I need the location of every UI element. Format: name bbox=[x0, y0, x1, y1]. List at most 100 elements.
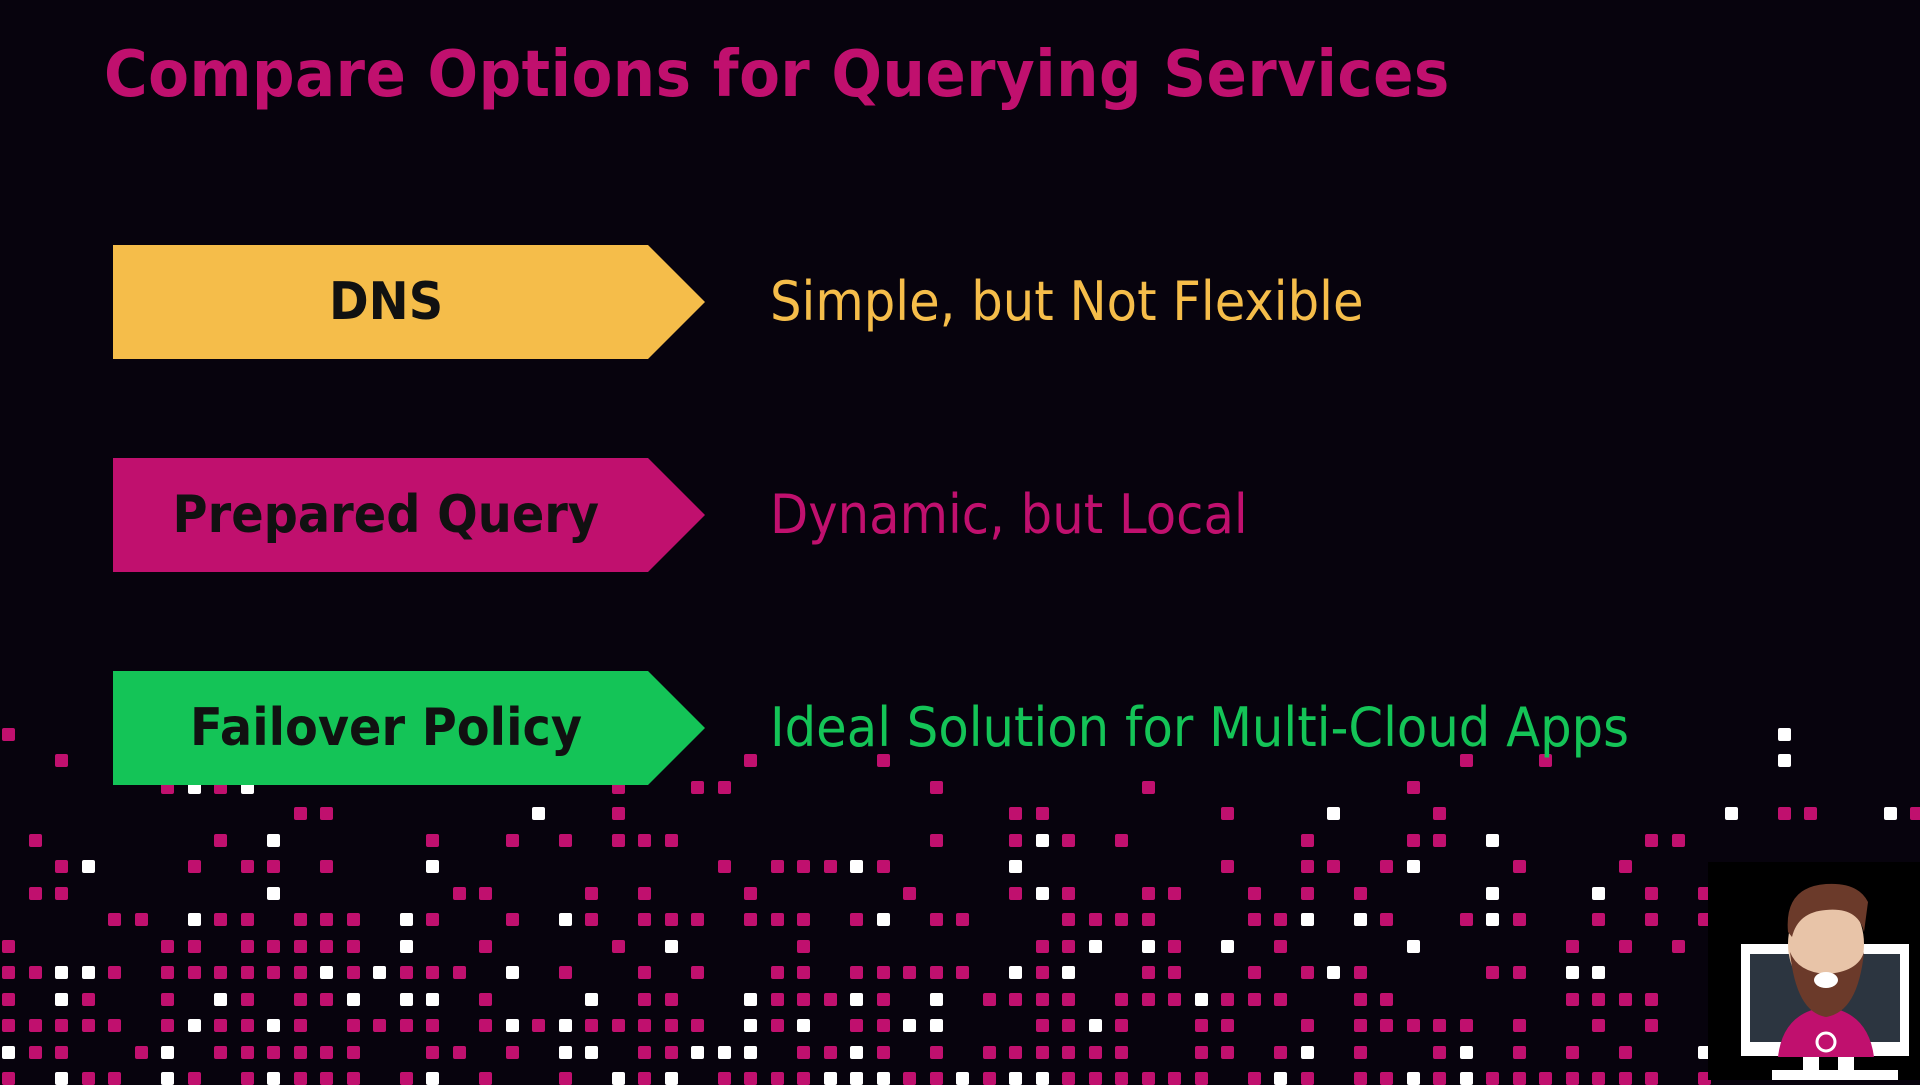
decorative-pixel bbox=[1406, 1072, 1420, 1085]
decorative-pixel bbox=[426, 1072, 439, 1085]
decorative-pixel bbox=[1433, 1045, 1446, 1059]
decorative-pixel bbox=[956, 913, 969, 926]
decorative-pixel bbox=[1300, 886, 1314, 900]
decorative-pixel bbox=[346, 992, 360, 1006]
decorative-pixel bbox=[1194, 1045, 1208, 1059]
decorative-pixel bbox=[770, 1072, 784, 1085]
decorative-pixel bbox=[1512, 1045, 1526, 1059]
failover-policy-description: Ideal Solution for Multi-Cloud Apps bbox=[770, 696, 1630, 759]
decorative-pixel bbox=[638, 992, 651, 1006]
decorative-pixel bbox=[1353, 966, 1367, 979]
decorative-pixel bbox=[267, 966, 280, 979]
failover-policy-arrow-label: Failover Policy bbox=[113, 671, 705, 785]
decorative-pixel bbox=[1035, 1072, 1049, 1085]
decorative-pixel bbox=[638, 1045, 651, 1059]
decorative-pixel bbox=[664, 992, 678, 1006]
decorative-pixel bbox=[1459, 1072, 1473, 1085]
decorative-pixel bbox=[452, 1045, 466, 1059]
decorative-pixel bbox=[611, 1019, 625, 1032]
decorative-pixel bbox=[1115, 1045, 1128, 1059]
decorative-pixel bbox=[1539, 754, 1552, 767]
decorative-pixel bbox=[1168, 1072, 1181, 1085]
decorative-pixel bbox=[55, 1072, 68, 1085]
decorative-pixel bbox=[134, 1045, 148, 1059]
decorative-pixel bbox=[1168, 992, 1181, 1006]
decorative-pixel bbox=[1035, 992, 1049, 1006]
decorative-pixel bbox=[346, 1019, 360, 1032]
decorative-pixel bbox=[320, 807, 333, 820]
decorative-pixel bbox=[1141, 992, 1155, 1006]
decorative-pixel bbox=[1035, 807, 1049, 820]
decorative-pixel bbox=[1062, 939, 1075, 953]
decorative-pixel bbox=[1618, 992, 1632, 1006]
decorative-pixel bbox=[1406, 780, 1420, 794]
decorative-pixel bbox=[1645, 913, 1658, 926]
decorative-pixel bbox=[1274, 913, 1287, 926]
decorative-pixel bbox=[240, 992, 254, 1006]
decorative-pixel bbox=[81, 966, 95, 979]
decorative-pixel bbox=[1141, 886, 1155, 900]
prepared-query-arrow-label: Prepared Query bbox=[113, 458, 705, 572]
decorative-pixel bbox=[1062, 966, 1075, 979]
decorative-pixel bbox=[320, 913, 333, 926]
decorative-pixel bbox=[744, 1045, 757, 1059]
decorative-pixel bbox=[1300, 1019, 1314, 1032]
decorative-pixel bbox=[797, 939, 810, 953]
decorative-pixel bbox=[850, 1019, 863, 1032]
decorative-pixel bbox=[1088, 913, 1102, 926]
decorative-pixel bbox=[240, 860, 254, 873]
decorative-pixel bbox=[55, 992, 68, 1006]
decorative-pixel bbox=[1459, 1045, 1473, 1059]
decorative-pixel bbox=[2, 966, 15, 979]
decorative-pixel bbox=[240, 939, 254, 953]
decorative-pixel bbox=[267, 886, 280, 900]
decorative-pixel bbox=[505, 913, 519, 926]
option-row-failover-policy: Failover Policy Ideal Solution for Multi… bbox=[113, 671, 1813, 785]
decorative-pixel bbox=[1327, 807, 1340, 820]
decorative-pixel bbox=[214, 992, 227, 1006]
decorative-pixel bbox=[903, 966, 916, 979]
decorative-pixel bbox=[1565, 1045, 1579, 1059]
decorative-pixel bbox=[797, 966, 810, 979]
decorative-pixel bbox=[1698, 1045, 1711, 1059]
decorative-pixel bbox=[585, 913, 598, 926]
decorative-pixel bbox=[214, 1045, 227, 1059]
prepared-query-description: Dynamic, but Local bbox=[770, 483, 1248, 546]
decorative-pixel bbox=[1300, 1045, 1314, 1059]
decorative-pixel bbox=[585, 992, 598, 1006]
decorative-pixel bbox=[1486, 886, 1499, 900]
decorative-pixel bbox=[1009, 1072, 1022, 1085]
decorative-pixel bbox=[1194, 1019, 1208, 1032]
decorative-pixel bbox=[1009, 1045, 1022, 1059]
decorative-pixel bbox=[1565, 992, 1579, 1006]
dns-arrow-label: DNS bbox=[113, 245, 705, 359]
decorative-pixel bbox=[1618, 1045, 1632, 1059]
decorative-pixel bbox=[1088, 939, 1102, 953]
decorative-pixel bbox=[240, 913, 254, 926]
decorative-pixel bbox=[1009, 860, 1022, 873]
decorative-pixel bbox=[797, 1045, 810, 1059]
decorative-pixel bbox=[399, 1019, 413, 1032]
decorative-pixel bbox=[293, 992, 307, 1006]
decorative-pixel bbox=[1539, 1072, 1552, 1085]
decorative-pixel bbox=[664, 913, 678, 926]
decorative-pixel bbox=[1035, 1045, 1049, 1059]
decorative-pixel bbox=[55, 886, 68, 900]
decorative-pixel bbox=[1406, 939, 1420, 953]
decorative-pixel bbox=[1353, 913, 1367, 926]
decorative-pixel bbox=[1062, 913, 1075, 926]
decorative-pixel bbox=[161, 1019, 174, 1032]
decorative-pixel bbox=[1380, 860, 1393, 873]
decorative-pixel bbox=[1274, 939, 1287, 953]
decorative-pixel bbox=[1221, 1045, 1234, 1059]
decorative-pixel bbox=[426, 966, 439, 979]
decorative-pixel bbox=[1247, 1072, 1261, 1085]
decorative-pixel bbox=[982, 1045, 996, 1059]
decorative-pixel bbox=[1883, 807, 1897, 820]
decorative-pixel bbox=[320, 992, 333, 1006]
decorative-pixel bbox=[876, 1019, 890, 1032]
decorative-pixel bbox=[81, 992, 95, 1006]
decorative-pixel bbox=[876, 966, 890, 979]
decorative-pixel bbox=[744, 886, 757, 900]
decorative-pixel bbox=[1592, 992, 1605, 1006]
